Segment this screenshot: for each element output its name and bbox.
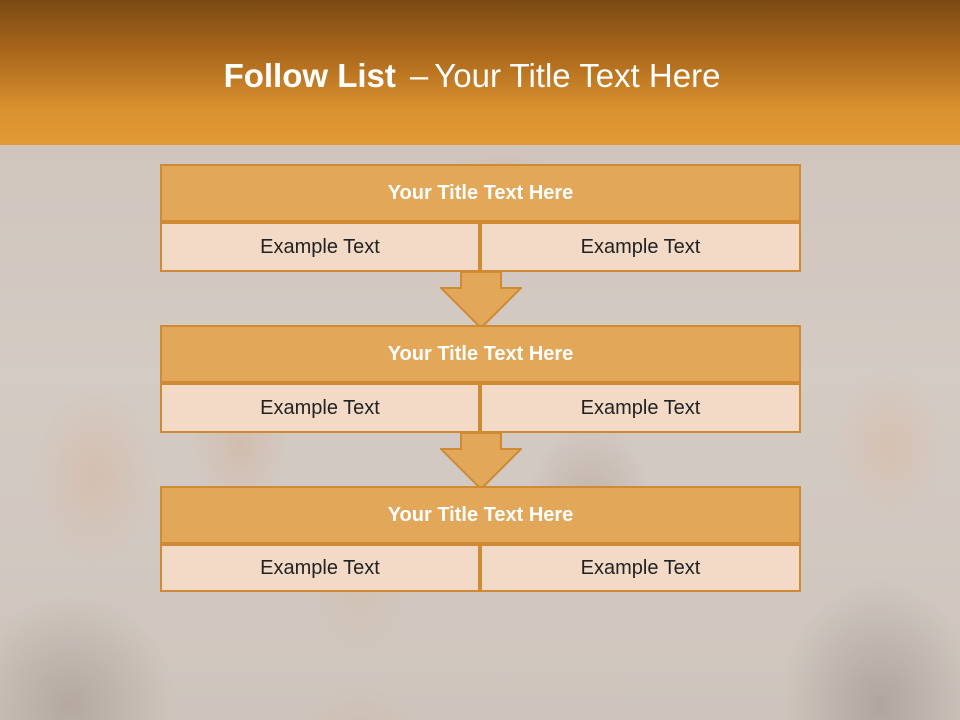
slide-title: Follow List–Your Title Text Here (0, 54, 944, 98)
list-block-3: Your Title Text Here Example Text Exampl… (160, 486, 801, 592)
title-separator: – (409, 57, 429, 94)
block-title: Your Title Text Here (160, 486, 801, 544)
block-title: Your Title Text Here (160, 164, 801, 222)
down-arrow-icon (440, 432, 522, 490)
title-rest-text: Your Title Text Here (434, 57, 721, 94)
block-title: Your Title Text Here (160, 325, 801, 383)
title-bold-text: Follow List (223, 57, 396, 94)
block-cell-right: Example Text (480, 222, 801, 272)
block-cell-right: Example Text (480, 383, 801, 433)
block-cell-left: Example Text (160, 222, 480, 272)
block-cell-left: Example Text (160, 383, 480, 433)
list-block-2: Your Title Text Here Example Text Exampl… (160, 325, 801, 433)
down-arrow-icon (440, 271, 522, 329)
list-block-1: Your Title Text Here Example Text Exampl… (160, 164, 801, 272)
block-cell-left: Example Text (160, 544, 480, 592)
block-cell-right: Example Text (480, 544, 801, 592)
header-band: Follow List–Your Title Text Here (0, 0, 960, 145)
